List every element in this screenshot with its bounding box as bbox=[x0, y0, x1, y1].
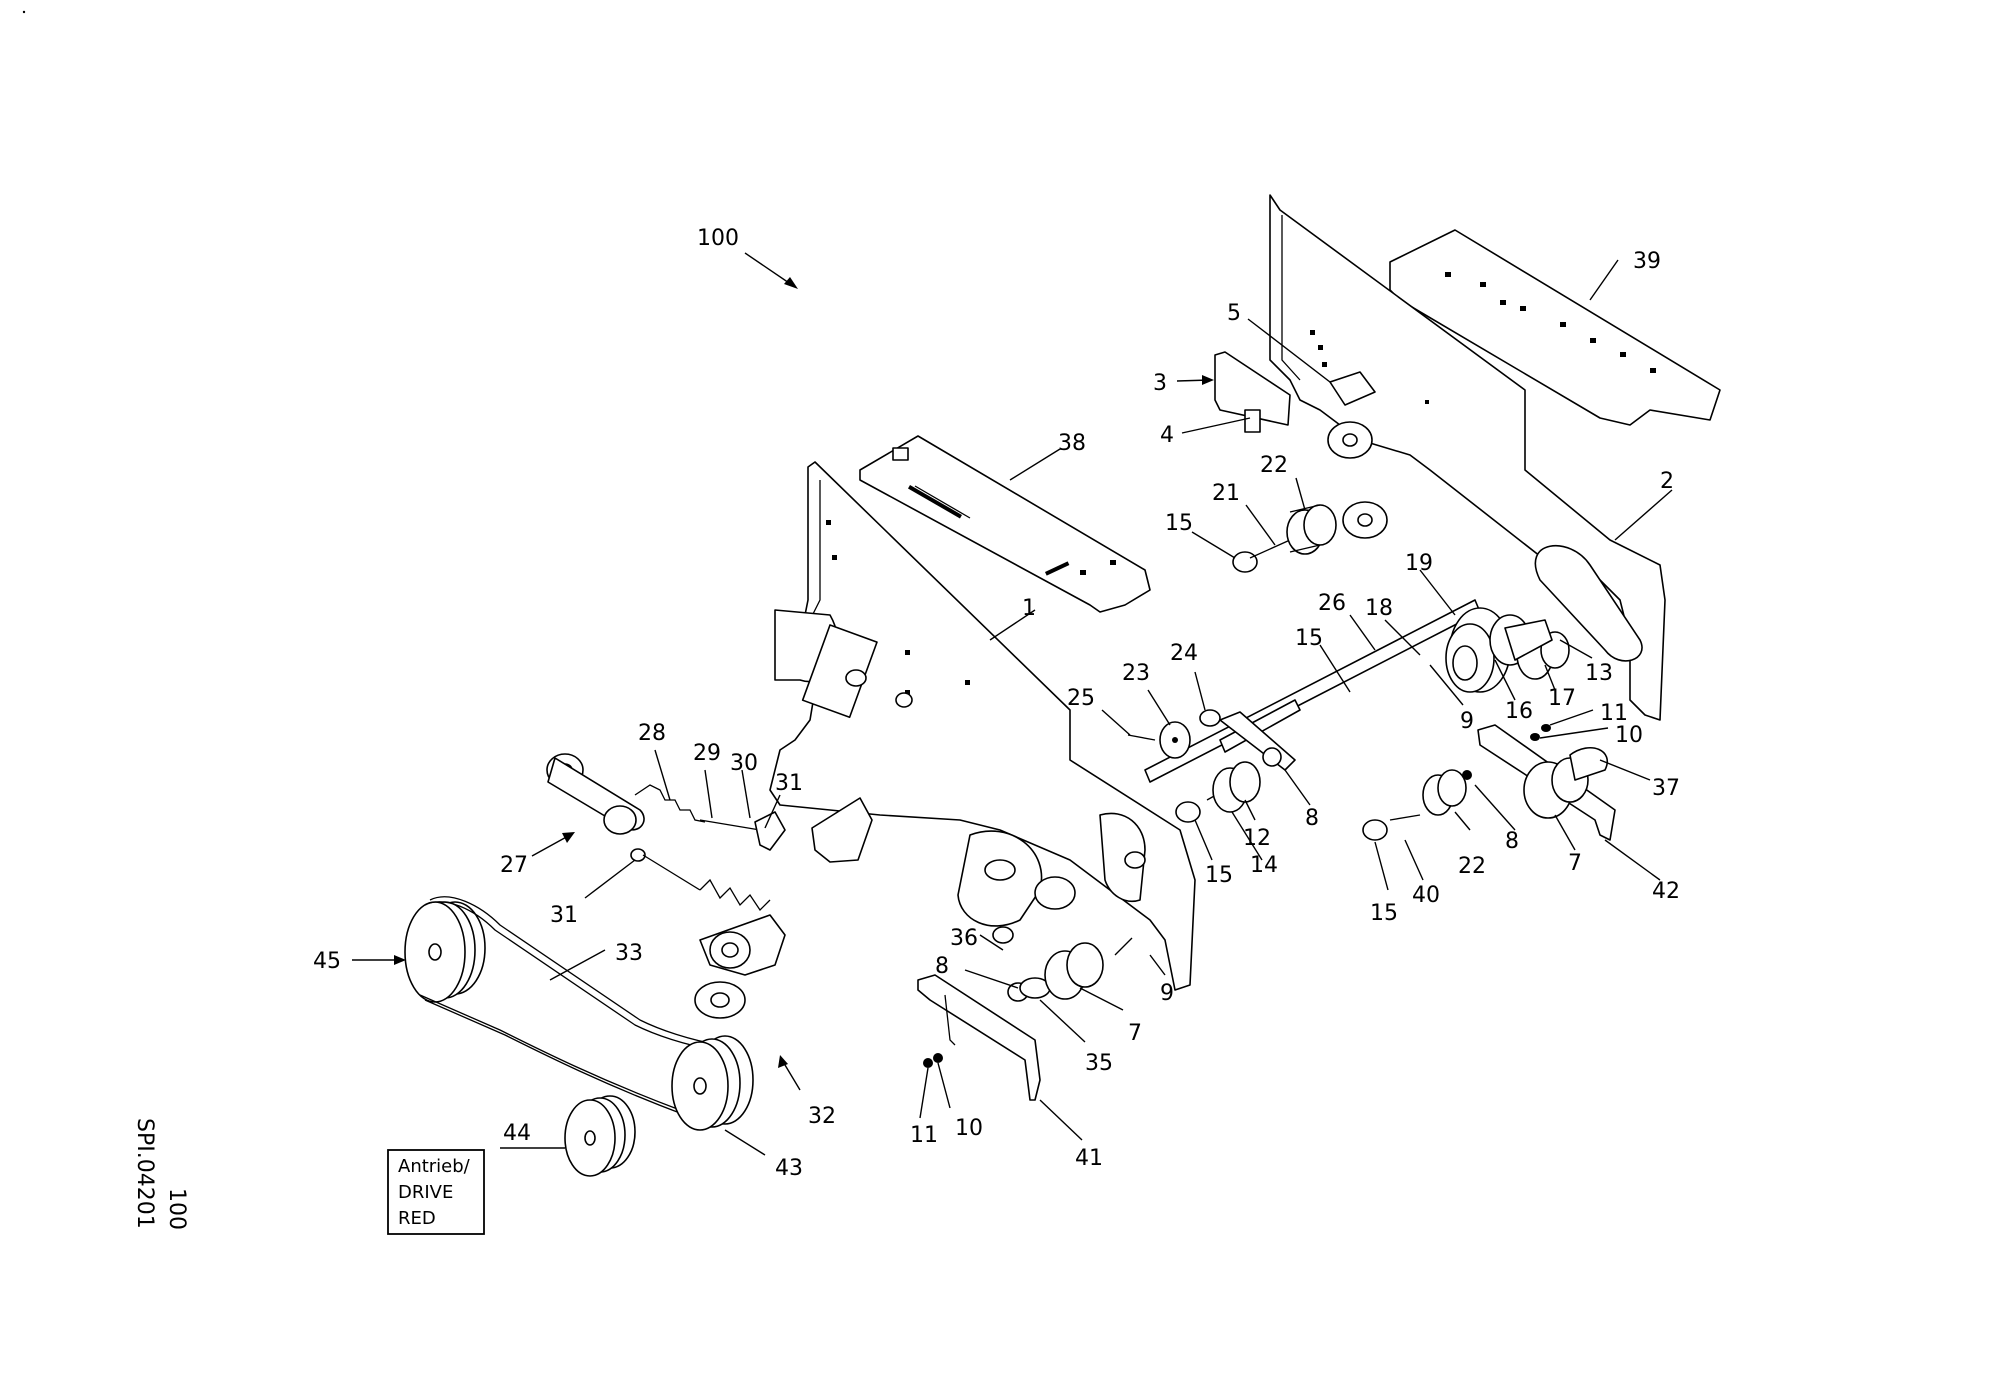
callout-35: 35 bbox=[1085, 1051, 1113, 1076]
callout-5: 5 bbox=[1227, 301, 1241, 326]
roller-7-lower bbox=[992, 926, 1133, 1002]
v-belt-33 bbox=[419, 896, 721, 1116]
roller-12 bbox=[1175, 761, 1261, 823]
roller-22-upper bbox=[1232, 504, 1337, 573]
callout-22-upper: 22 bbox=[1260, 453, 1288, 478]
callout-11-left: 11 bbox=[910, 1123, 938, 1148]
callout-15-left: 15 bbox=[1205, 863, 1233, 888]
callout-14: 14 bbox=[1250, 853, 1278, 878]
callout-4: 4 bbox=[1160, 423, 1174, 448]
callout-2: 2 bbox=[1660, 469, 1674, 494]
corner-speck bbox=[22, 10, 26, 14]
callout-18: 18 bbox=[1365, 596, 1393, 621]
callout-24: 24 bbox=[1170, 641, 1198, 666]
callout-13: 13 bbox=[1585, 661, 1613, 686]
pulley-45 bbox=[404, 901, 486, 1003]
callout-10-right: 10 bbox=[1615, 723, 1643, 748]
callout-16: 16 bbox=[1505, 699, 1533, 724]
callout-26: 26 bbox=[1318, 591, 1346, 616]
callout-23: 23 bbox=[1122, 661, 1150, 686]
pulley-44 bbox=[564, 1095, 636, 1177]
callout-1: 1 bbox=[1022, 596, 1036, 621]
legend-line-2: DRIVE bbox=[398, 1182, 453, 1203]
legend-line-1: Antrieb/ bbox=[398, 1156, 471, 1177]
callout-15-right: 15 bbox=[1370, 901, 1398, 926]
callout-17: 17 bbox=[1548, 686, 1576, 711]
callout-38: 38 bbox=[1058, 431, 1086, 456]
main-shaft bbox=[1144, 599, 1570, 783]
callout-8-mid: 8 bbox=[1305, 806, 1319, 831]
callout-31-upper: 31 bbox=[775, 771, 803, 796]
bracket-41 bbox=[917, 974, 1041, 1101]
side-frame-2 bbox=[1269, 194, 1666, 721]
leader-lines bbox=[352, 252, 1673, 1156]
callout-45: 45 bbox=[313, 949, 341, 974]
callout-9-left: 9 bbox=[1160, 981, 1174, 1006]
callout-41: 41 bbox=[1075, 1146, 1103, 1171]
callout-labels: 100 39 5 3 4 38 22 21 15 2 19 26 18 15 1… bbox=[313, 226, 1680, 1181]
roller-23 bbox=[1127, 709, 1296, 771]
callout-42: 42 bbox=[1652, 879, 1680, 904]
callout-8-left: 8 bbox=[935, 954, 949, 979]
callout-36: 36 bbox=[950, 926, 978, 951]
plate-38 bbox=[859, 435, 1151, 613]
bracket-3 bbox=[1214, 351, 1376, 433]
callout-21: 21 bbox=[1212, 481, 1240, 506]
callout-25: 25 bbox=[1067, 686, 1095, 711]
callout-7-right: 7 bbox=[1568, 851, 1582, 876]
callout-10-left: 10 bbox=[955, 1116, 983, 1141]
callout-100: 100 bbox=[697, 226, 739, 251]
callout-15-upper: 15 bbox=[1165, 511, 1193, 536]
pulley-43 bbox=[671, 1035, 754, 1131]
callout-44: 44 bbox=[503, 1121, 531, 1146]
callout-33: 33 bbox=[615, 941, 643, 966]
side-frame-1 bbox=[769, 461, 1196, 991]
callout-22-lower: 22 bbox=[1458, 854, 1486, 879]
lever-27 bbox=[546, 753, 786, 851]
drawing-code: SPI.04201 bbox=[132, 1118, 157, 1229]
callout-40: 40 bbox=[1412, 883, 1440, 908]
callout-15-mid: 15 bbox=[1295, 626, 1323, 651]
callout-9-right: 9 bbox=[1460, 709, 1474, 734]
callout-19: 19 bbox=[1405, 551, 1433, 576]
callout-28: 28 bbox=[638, 721, 666, 746]
drawing-number: 100 bbox=[164, 1188, 189, 1230]
callout-43: 43 bbox=[775, 1156, 803, 1181]
callout-32: 32 bbox=[808, 1104, 836, 1129]
bracket-42 bbox=[1477, 724, 1616, 841]
callout-11-right: 11 bbox=[1600, 701, 1628, 726]
lever-31 bbox=[630, 848, 786, 1019]
callout-30: 30 bbox=[730, 751, 758, 776]
callout-8-right: 8 bbox=[1505, 829, 1519, 854]
side-identification: SPI.04201 100 bbox=[132, 1118, 189, 1230]
callout-31-lower: 31 bbox=[550, 903, 578, 928]
callout-37: 37 bbox=[1652, 776, 1680, 801]
callout-3: 3 bbox=[1153, 371, 1167, 396]
callout-12: 12 bbox=[1243, 826, 1271, 851]
callout-7-left: 7 bbox=[1128, 1021, 1142, 1046]
callout-39: 39 bbox=[1633, 249, 1661, 274]
legend-line-3: RED bbox=[398, 1208, 436, 1229]
callout-27: 27 bbox=[500, 853, 528, 878]
drive-legend-box: Antrieb/ DRIVE RED bbox=[387, 1149, 485, 1235]
roller-22-lower bbox=[1362, 769, 1472, 841]
callout-29: 29 bbox=[693, 741, 721, 766]
